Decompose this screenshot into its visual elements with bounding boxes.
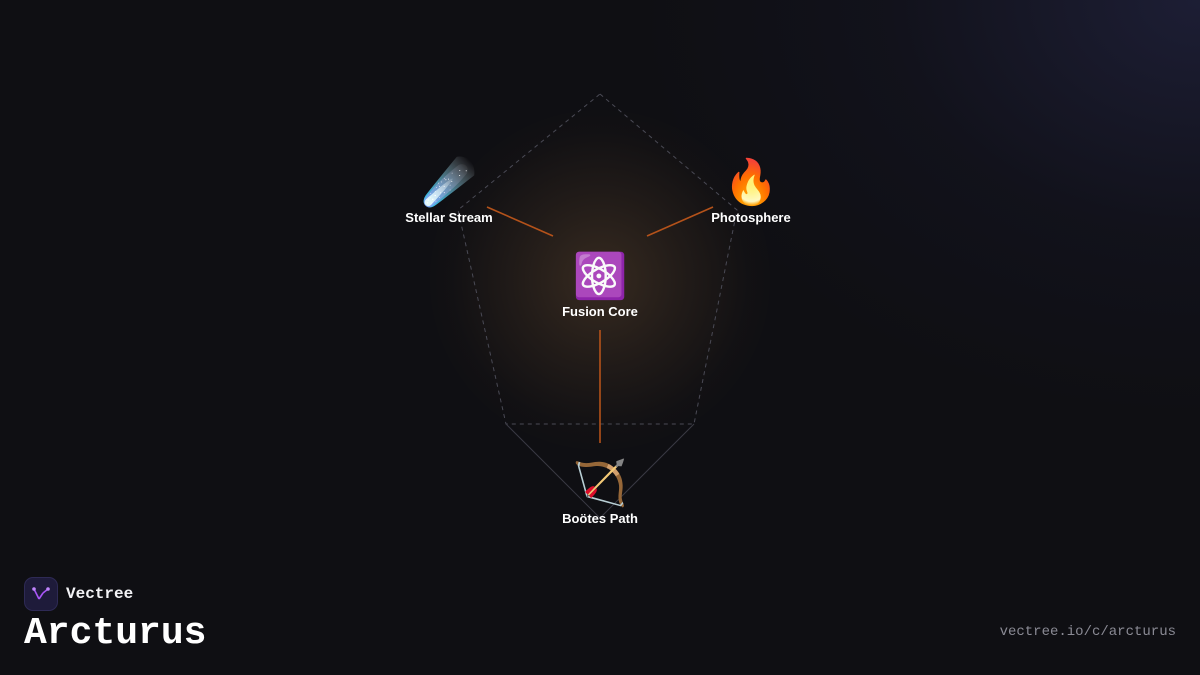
constellation-tail: [505, 423, 695, 519]
connector-stellar-stream: [486, 206, 554, 237]
page-url[interactable]: vectree.io/c/arcturus: [999, 624, 1176, 640]
node-label: Boötes Path: [562, 511, 638, 526]
brand-name: Vectree: [66, 585, 134, 603]
node-label: Photosphere: [711, 210, 791, 225]
node-photosphere[interactable]: 🔥 Photosphere: [671, 158, 831, 225]
node-fusion-core[interactable]: ⚛️ Fusion Core: [520, 252, 680, 319]
brand[interactable]: Vectree: [24, 577, 133, 611]
vectree-logo-icon: [24, 577, 58, 611]
comet-icon: ☄️: [421, 158, 477, 207]
node-stellar-stream[interactable]: ☄️ Stellar Stream: [369, 158, 529, 225]
atom-icon: ⚛️: [572, 252, 628, 301]
bow-and-arrow-icon: 🏹: [572, 459, 628, 508]
page-title: Arcturus: [24, 612, 207, 655]
connector-photosphere: [646, 206, 714, 237]
node-label: Stellar Stream: [405, 210, 493, 225]
node-bootes-path[interactable]: 🏹 Boötes Path: [520, 459, 680, 526]
fire-icon: 🔥: [723, 158, 779, 207]
node-label: Fusion Core: [562, 304, 638, 319]
